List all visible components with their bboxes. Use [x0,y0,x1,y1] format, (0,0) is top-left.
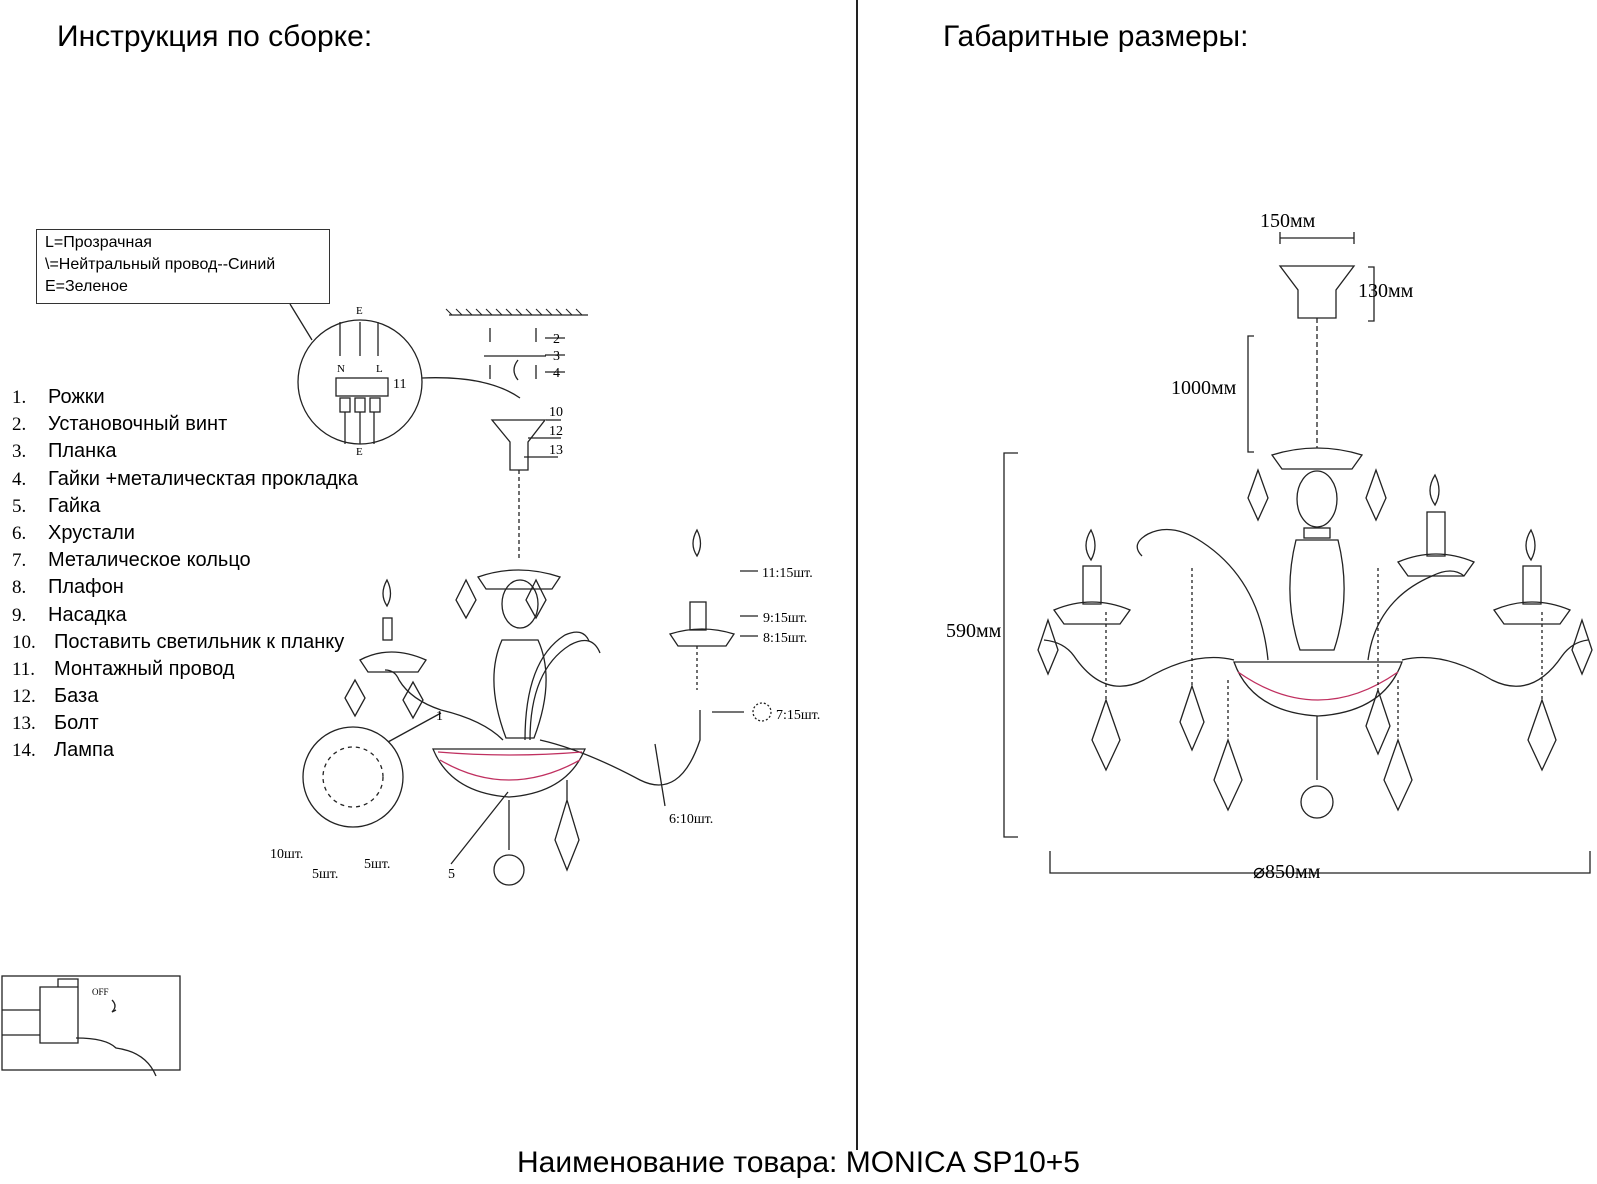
legend-line-neutral: \=Нейтральный провод--Синий [45,256,276,273]
legend-line-live: L=Прозрачная [45,234,152,251]
body-height-dim [1003,452,1018,838]
qty-10: 10шт. [270,847,303,862]
diameter-label: ⌀850мм [1253,861,1321,883]
callout-12: 12 [549,424,563,439]
list-item: 8.Плафон [12,576,124,599]
callout-7-qty: 7:15шт. [776,708,820,723]
list-item: 7.Металическое кольцо [12,549,251,572]
section-divider [856,0,858,1150]
callout-13: 13 [549,443,563,458]
list-item: 9.Насадка [12,603,127,626]
chain-length-dim [1247,335,1254,453]
callout-1: 1 [436,709,443,724]
callout-10: 10 [549,405,563,420]
parts-list: 1.Рожки 2.Установочный винт 3.Планка 4.Г… [12,384,358,765]
list-item: 10.Поставить светильник к планку [12,630,345,653]
assembly-diagram: 2 3 4 10 12 13 11:15шт. 9:15шт. 8:15шт. … [1,303,820,1077]
neutral-label: N [337,363,345,375]
earth-top-label: E [356,305,363,317]
list-item: 13.Болт [12,712,99,735]
list-item: 6.Хрустали [12,521,135,544]
legend-pointer [289,303,313,341]
canopy-base [490,419,547,471]
canopy-width-dim [1279,232,1355,244]
crystal-ring-detail [302,726,404,828]
body-height-label: 590мм [946,620,1002,642]
canopy-height-dim [1368,266,1375,322]
callout-11-qty: 11:15шт. [762,566,813,581]
wire-color-legend: L=Прозрачная \=Нейтральный провод--Синий… [36,229,330,304]
canopy-width-label: 150мм [1260,210,1316,232]
callout-8-qty: 8:15шт. [763,631,807,646]
callout-4: 4 [553,366,560,381]
callout-11-wiring: 11 [393,377,406,392]
list-item: 4.Гайки +металическтая прокладка [12,467,359,490]
power-off-box [1,975,181,1071]
list-item: 5.Гайка [12,494,101,517]
list-item: 14.Лампа [12,739,114,762]
list-item: 12.База [12,685,99,708]
callout-3: 3 [553,349,560,364]
callout-5: 5 [448,867,455,882]
qty-5-b: 5шт. [364,857,390,872]
chain-length-label: 1000мм [1171,377,1237,399]
callout-6-qty: 6:10шт. [669,812,713,827]
product-name: Наименование товара: MONICA SP10+5 [517,1146,1080,1179]
live-label: L [376,363,383,375]
canopy-height-label: 130мм [1358,280,1414,302]
list-item: 11.Монтажный провод [12,657,235,680]
list-item: 3.Планка [12,440,117,463]
callout-9-qty: 9:15шт. [763,611,807,626]
dimensions-heading: Габаритные размеры: [943,20,1249,53]
diameter-dim [1049,851,1591,874]
dimensions-diagram: 150мм 130мм 1000мм 590мм ⌀850мм [946,210,1593,883]
off-label: OFF [92,987,109,997]
legend-line-earth: E=Зеленое [45,278,128,295]
qty-5-a: 5шт. [312,867,338,882]
list-item: 2.Установочный винт [12,413,228,436]
assembly-heading: Инструкция по сборке: [57,20,373,53]
earth-bottom-label: E [356,446,363,458]
list-item: 1.Рожки [12,386,105,408]
callout-2: 2 [553,332,560,347]
